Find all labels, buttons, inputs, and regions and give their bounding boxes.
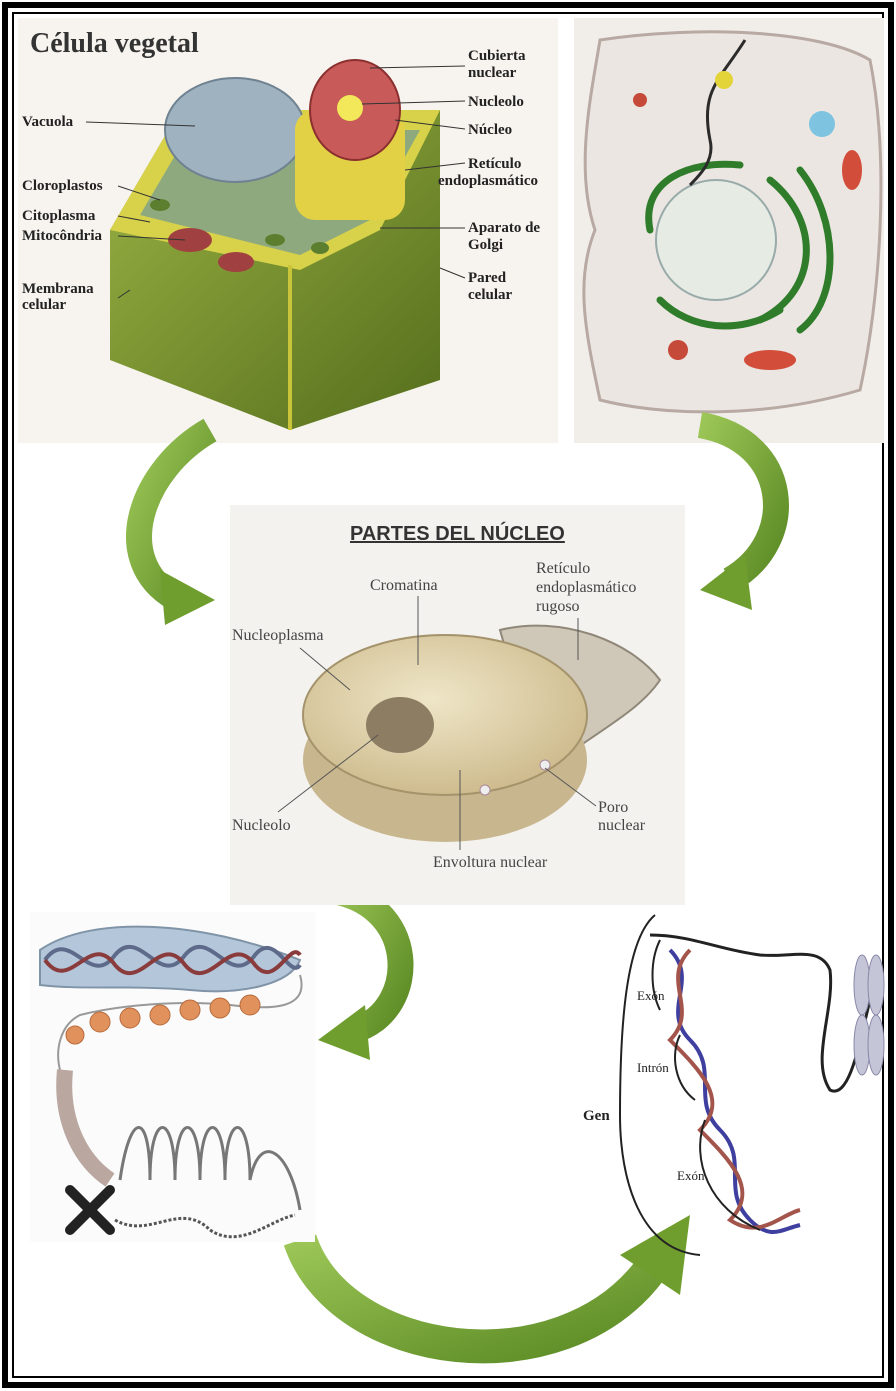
vacuole (165, 78, 305, 182)
label-poro-nuclear: nuclear (598, 817, 646, 834)
label-exon-bottom: Exón (677, 1168, 705, 1183)
chloroplast (265, 234, 285, 246)
label-reticulo: Retículo (468, 156, 521, 172)
sketch-mitochondrion (842, 150, 862, 190)
label-celular: celular (22, 297, 66, 313)
nucleus-body (303, 635, 587, 795)
nucleolus (337, 95, 363, 121)
label-membrana: Membrana (22, 281, 94, 297)
chromosome-icon (854, 955, 884, 1075)
cell-sketch-panel (574, 18, 884, 443)
arrow-left-top (139, 430, 210, 598)
label-aparato: Aparato de (468, 220, 540, 236)
label-rugoso: rugoso (536, 598, 580, 615)
sketch-red-dot (633, 93, 647, 107)
nucleolus-shape (366, 697, 434, 753)
nucleus-panel: PARTES DEL NÚCLEO Cromatina Retículo end… (230, 505, 685, 905)
label-vacuola: Vacuola (22, 114, 74, 130)
label-golgi: Golgi (468, 237, 503, 253)
gene-double-helix (670, 950, 800, 1232)
label-citoplasma: Citoplasma (22, 208, 96, 224)
label-nuclear: nuclear (468, 65, 517, 81)
arrow-bottom (300, 1240, 650, 1346)
sketch-nucleus (656, 180, 776, 300)
label-pared: Pared (468, 270, 507, 286)
mitochondrion (168, 228, 212, 252)
label-nucleo: Núcleo (468, 122, 512, 138)
nucleus-title: PARTES DEL NÚCLEO (350, 521, 565, 545)
label-endoplasmatico-er: endoplasmático (536, 579, 636, 596)
sketch-yellow-organelle (715, 71, 733, 89)
arrow-center-head (318, 1005, 370, 1060)
mitochondrion (218, 252, 254, 272)
chloroplast (150, 199, 170, 211)
label-cloroplastos: Cloroplastos (22, 178, 103, 194)
label-gen: Gen (583, 1108, 610, 1124)
label-intron: Intrón (637, 1060, 669, 1075)
label-mitocondria: Mitocôndria (22, 228, 102, 244)
label-endoplasmatico: endoplasmático (438, 173, 538, 189)
plant-cell-panel: Célula vegetal Vacuola Cloroplastos Cito… (18, 18, 558, 443)
label-cubierta: Cubierta (468, 48, 526, 64)
arrow-right-top (700, 425, 776, 580)
label-pared-celular: celular (468, 287, 512, 303)
sketch-blue-organelle (809, 111, 835, 137)
sketch-mitochondrion (744, 350, 796, 370)
gene-panel: Exón Intrón Gen Exón (583, 915, 884, 1255)
sketch-red-dot (668, 340, 688, 360)
label-nucleolo: Nucleolo (468, 94, 524, 110)
nuclear-pore (480, 785, 490, 795)
chloroplast (311, 242, 329, 254)
label-cromatina: Cromatina (370, 577, 438, 594)
label-reticulo-er: Retículo (536, 560, 590, 577)
label-envoltura: Envoltura nuclear (433, 854, 548, 871)
arrow-left-top-head (160, 570, 215, 625)
label-nucleoplasma: Nucleoplasma (232, 627, 324, 644)
dna-compaction-panel (30, 912, 315, 1242)
label-nucleolo-nuc: Nucleolo (232, 817, 291, 834)
arrow-right-top-head (700, 555, 752, 610)
label-exon-top: Exón (637, 988, 665, 1003)
label-poro: Poro (598, 799, 628, 816)
plant-cell-title: Célula vegetal (30, 28, 199, 59)
